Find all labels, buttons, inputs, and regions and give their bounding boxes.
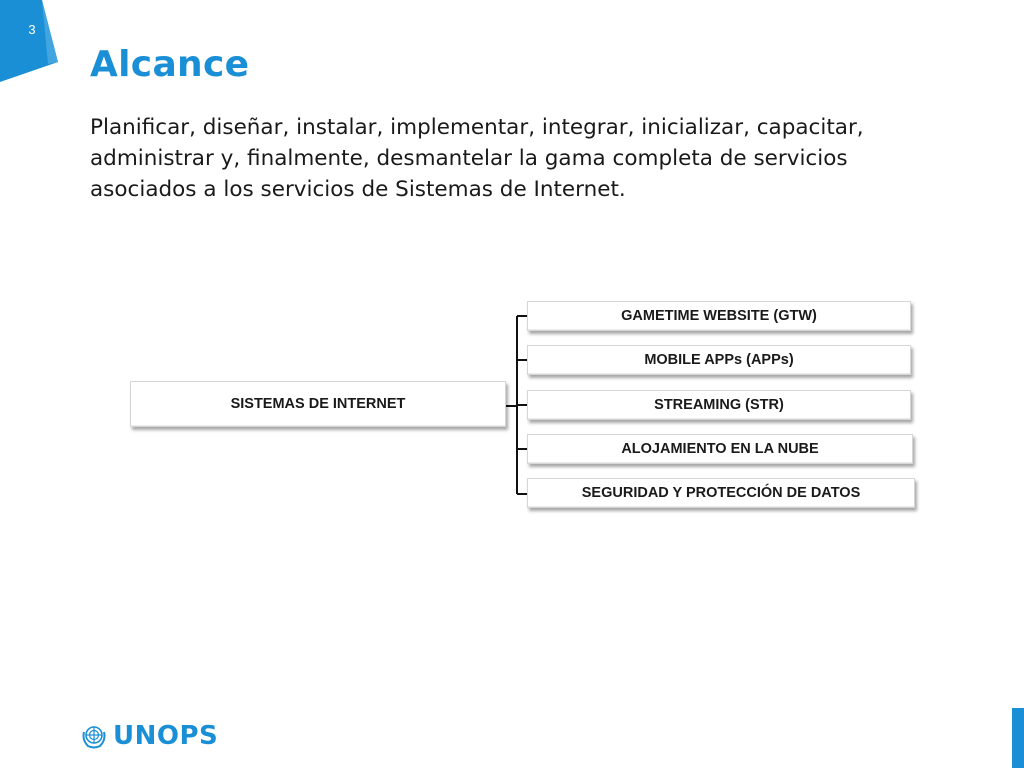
diagram-child-gtw: GAMETIME WEBSITE (GTW): [527, 301, 911, 331]
un-emblem-icon: [82, 726, 106, 749]
slide-title: Alcance: [90, 44, 250, 85]
diagram-child-streaming: STREAMING (STR): [527, 390, 911, 420]
diagram-child-data-security: SEGURIDAD Y PROTECCIÓN DE DATOS: [527, 478, 915, 508]
slide-number: 3: [28, 22, 36, 37]
diagram-root-box: SISTEMAS DE INTERNET: [130, 381, 506, 427]
diagram-child-apps: MOBILE APPs (APPs): [527, 345, 911, 375]
diagram-child-cloud-hosting: ALOJAMIENTO EN LA NUBE: [527, 434, 913, 464]
scope-paragraph: Planificar, diseñar, instalar, implement…: [90, 115, 864, 202]
accent-bar: [1012, 708, 1024, 768]
slide-number-tab: [0, 0, 58, 82]
unops-logo: UNOPS: [80, 720, 218, 752]
unops-wordmark: UNOPS: [113, 721, 219, 751]
